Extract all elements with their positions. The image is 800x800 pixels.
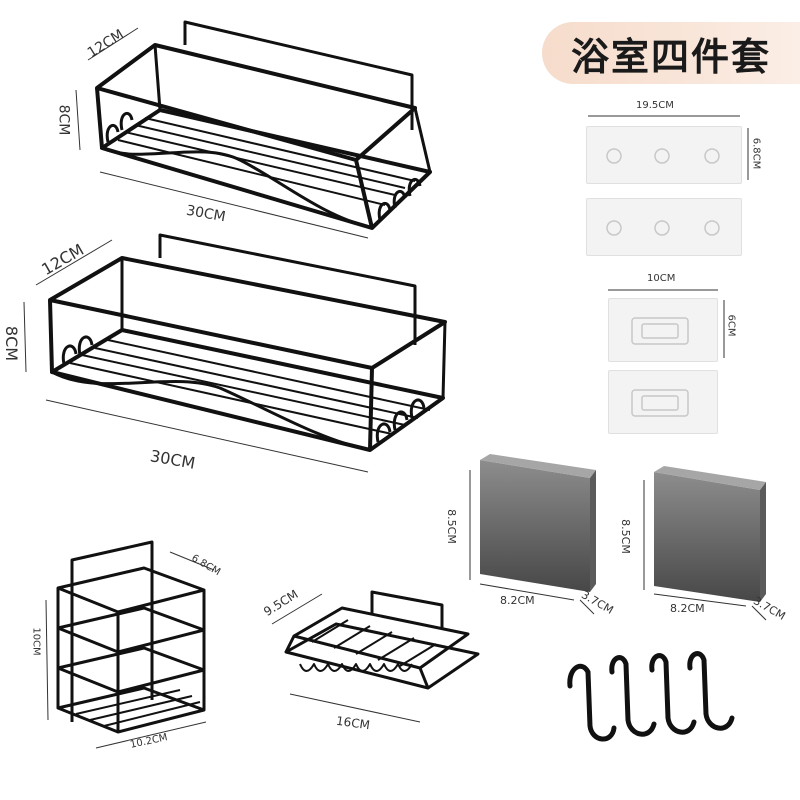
pad-large-width-label: 19.5CM [636,100,674,111]
cup-right-width-label: 8.2CM [670,602,705,615]
adhesive-pad-small-1 [608,298,718,362]
adhesive-pad-large-2 [586,198,742,256]
cup-left-width-label: 8.2CM [500,594,535,607]
title-badge: 浴室四件套 [542,22,800,84]
adhesive-pad-large-1 [586,126,742,184]
page-title: 浴室四件套 [570,34,771,79]
adhesive-pad-small-2 [608,370,718,434]
pad-small-width-label: 10CM [647,273,676,284]
